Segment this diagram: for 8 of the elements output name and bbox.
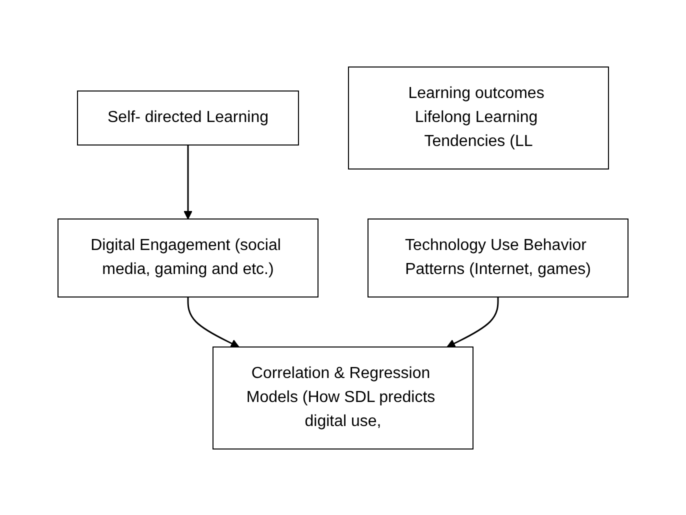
node-box: Digital Engagement (social media, gaming and etc.) <box>58 218 318 297</box>
arrow <box>187 296 240 347</box>
arrow <box>446 296 499 347</box>
node-box: Learning outcomes Lifelong Learning Tendencies (LL <box>348 66 609 169</box>
node-box: Self- directed Learning <box>77 90 299 145</box>
node-box: Correlation & Regression Models (How SDL predicts digital use, <box>212 346 474 449</box>
arrow <box>184 144 192 219</box>
node-box: Technology Use Behavior Patterns (Internet, games) <box>368 218 628 297</box>
